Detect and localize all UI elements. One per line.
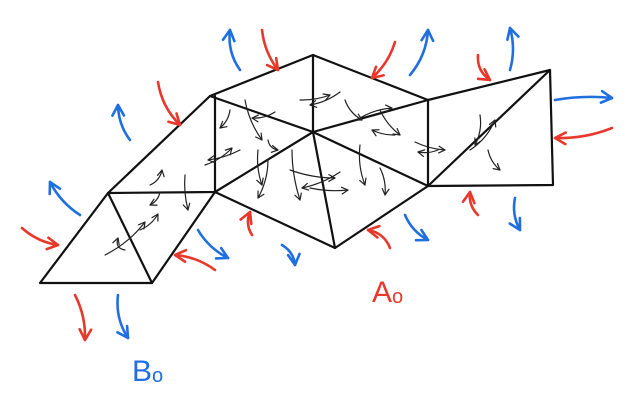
inner-arrow-4 <box>149 169 165 186</box>
blue-arrow-6 <box>48 180 82 217</box>
inner-arrow-14 <box>299 93 331 101</box>
inner-arrows <box>104 91 501 256</box>
inner-arrow-2 <box>112 237 126 251</box>
mesh-edge-right-triangles <box>426 68 552 188</box>
label-b0-sub: o <box>152 365 163 387</box>
red-arrow-3 <box>476 53 492 82</box>
blue-arrow-3 <box>506 26 520 72</box>
blue-arrow-5 <box>111 103 132 142</box>
inner-arrow-16 <box>344 99 363 121</box>
red-arrow-6 <box>20 226 60 251</box>
blue-arrow-10 <box>403 213 430 242</box>
inner-arrow-6 <box>149 191 161 206</box>
boundary-arrows <box>20 26 614 342</box>
mesh-outline <box>38 53 555 285</box>
inner-arrow-28 <box>291 149 302 201</box>
blue-arrow-11 <box>508 196 522 232</box>
blue-arrow-7 <box>116 293 130 340</box>
red-arrow-4 <box>553 126 614 146</box>
red-arrow-8 <box>173 248 217 272</box>
inner-arrow-9 <box>244 99 263 141</box>
inner-arrow-5 <box>182 174 191 211</box>
inner-arrow-11 <box>256 149 264 186</box>
inner-arrow-19 <box>371 129 396 137</box>
inner-arrow-30 <box>474 114 482 146</box>
red-arrow-5 <box>156 80 182 127</box>
inner-arrow-21 <box>417 149 439 158</box>
inner-arrow-17 <box>359 104 393 119</box>
inner-arrow-25 <box>358 144 367 186</box>
red-arrow-10 <box>366 224 392 250</box>
mesh-edge-left-square <box>106 94 217 285</box>
red-arrow-7 <box>73 293 93 342</box>
label-b0-main: B <box>132 355 152 388</box>
inner-arrow-7 <box>204 147 233 166</box>
inner-arrow-27 <box>257 159 269 199</box>
blue-arrow-8 <box>196 228 230 260</box>
inner-arrow-15 <box>309 91 341 108</box>
inner-arrow-12 <box>267 139 279 153</box>
inner-arrow-3 <box>139 213 159 231</box>
inner-arrow-10 <box>219 109 231 129</box>
label-a0: Ao <box>372 276 403 309</box>
blue-arrow-1 <box>221 28 242 72</box>
triangle-mesh <box>38 53 555 285</box>
inner-arrow-29 <box>469 119 497 151</box>
inner-arrow-1 <box>104 221 146 256</box>
red-arrow-11 <box>461 190 480 217</box>
red-arrow-1 <box>260 28 280 72</box>
blue-arrow-9 <box>280 243 301 267</box>
inner-arrow-24 <box>309 186 349 195</box>
inner-arrow-8 <box>207 149 241 164</box>
inner-arrow-22 <box>289 169 336 182</box>
red-arrow-2 <box>370 40 397 80</box>
inner-arrow-18 <box>379 109 401 136</box>
inner-arrow-26 <box>379 167 390 196</box>
red-arrow-9 <box>239 210 254 237</box>
label-a0-sub: o <box>392 286 403 308</box>
blue-arrow-2 <box>408 28 435 77</box>
label-b0: Bo <box>132 355 163 388</box>
inner-arrow-23 <box>301 171 341 191</box>
inner-arrow-20 <box>414 141 446 154</box>
inner-arrow-13 <box>251 111 276 123</box>
blue-arrow-4 <box>553 89 614 104</box>
label-a0-main: A <box>372 276 392 309</box>
inner-arrow-31 <box>487 149 501 171</box>
